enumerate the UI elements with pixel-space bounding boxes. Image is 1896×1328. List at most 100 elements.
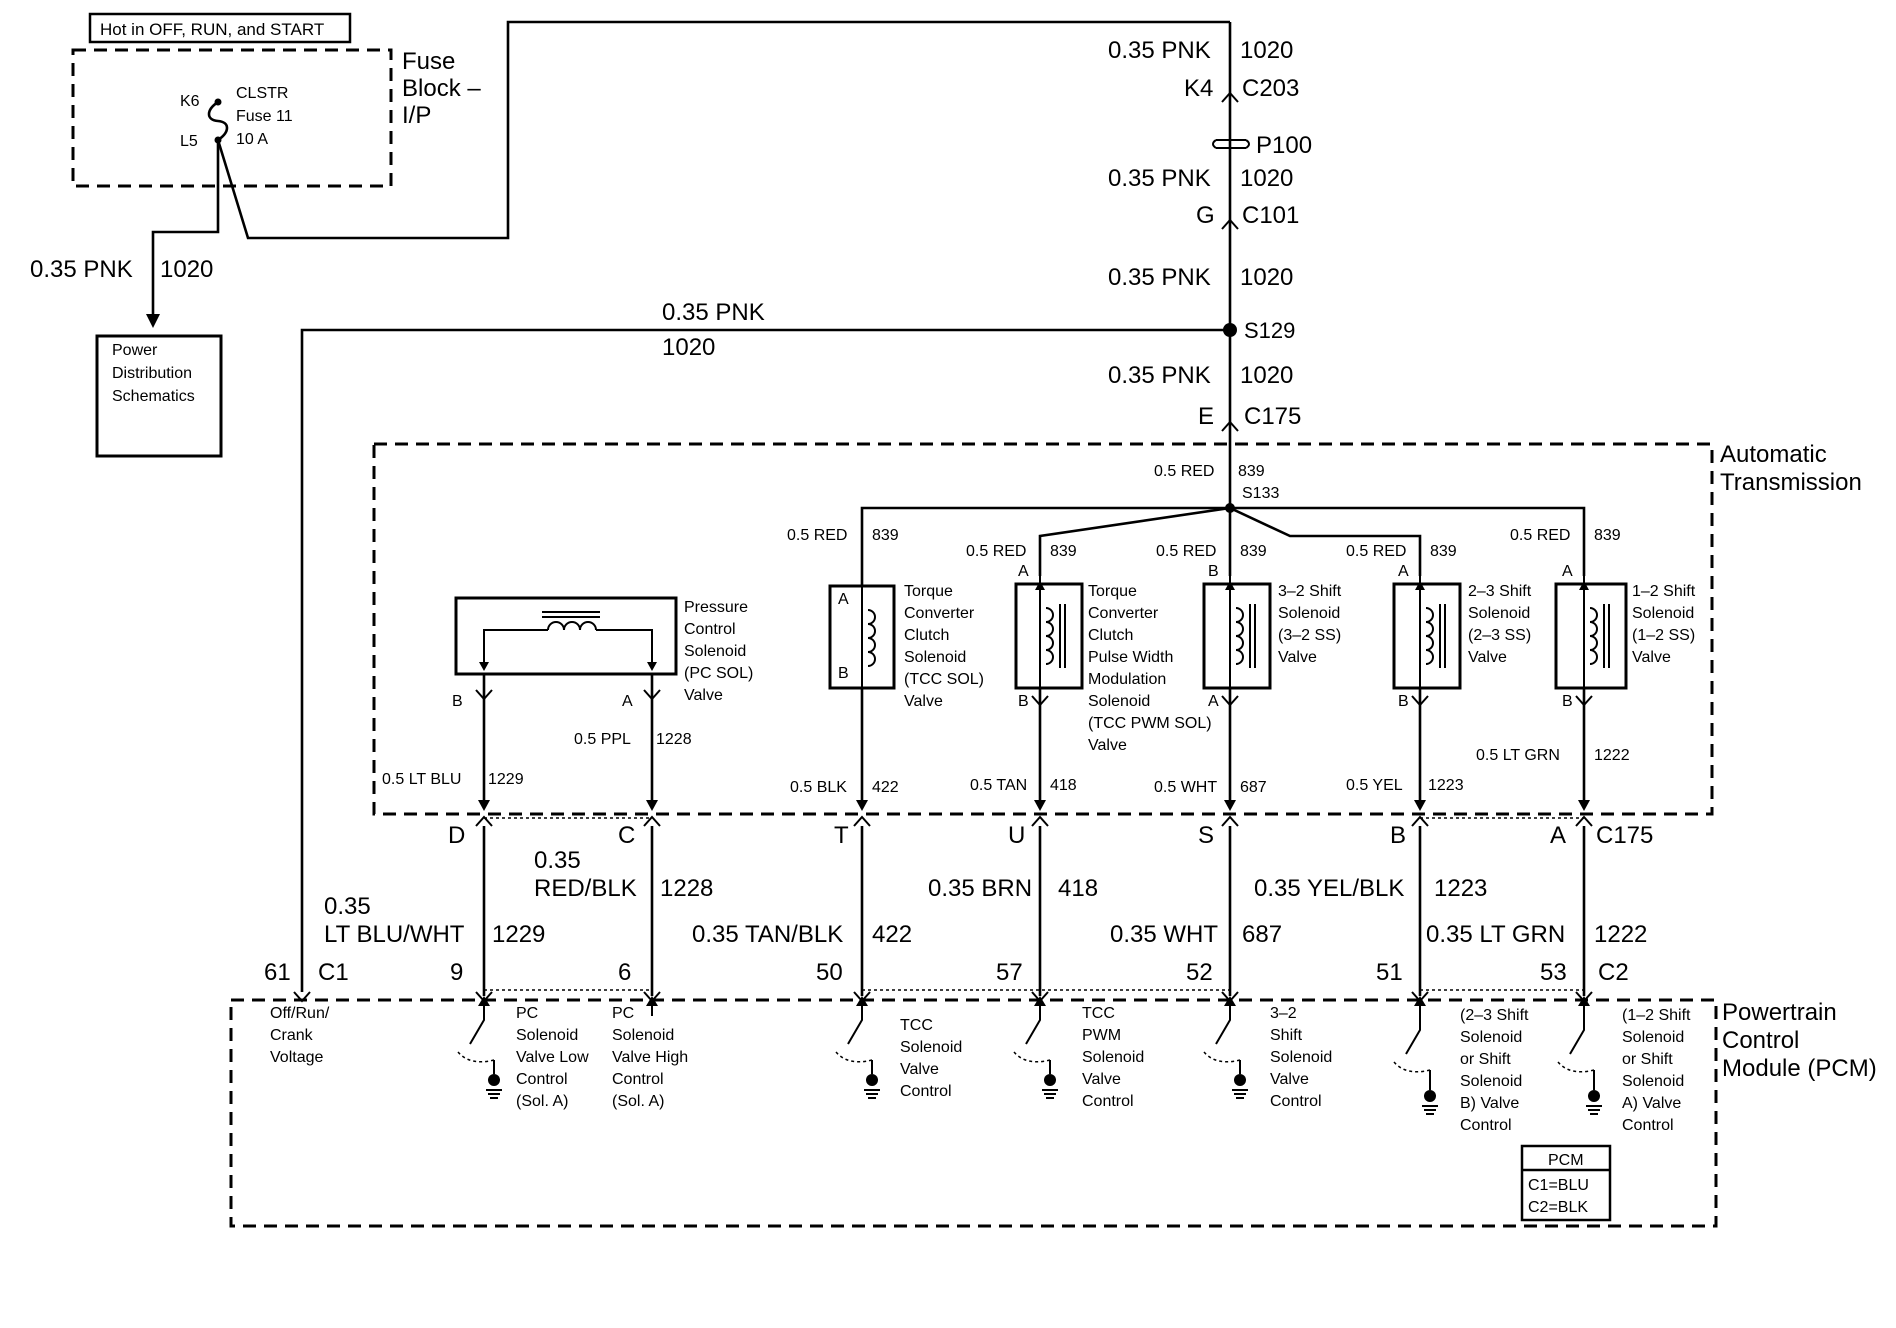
power-dist-box-line-1: Power (112, 342, 158, 359)
harness-7-gauge: 0.35 (1426, 921, 1473, 948)
tcc-sol-feed-color: 0.5 RED (787, 527, 847, 544)
pcm-pin-6: 6 (618, 959, 631, 986)
ss23-symbol (1392, 576, 1462, 690)
pcm-label-52-2: Shift (1270, 1027, 1303, 1044)
tcc-sol-symbol (828, 584, 896, 690)
ss12-label-3: (1–2 SS) (1632, 627, 1695, 644)
s133-label: S133 (1242, 485, 1279, 502)
pcm-label-53-4: Solenoid (1622, 1073, 1684, 1090)
pc-sol-pin-b: B (452, 693, 463, 710)
pcm-label-52-3: Solenoid (1270, 1049, 1332, 1066)
harness-wires (482, 826, 1586, 996)
harness-6-gauge: 0.35 (1254, 875, 1301, 902)
pcm-title-3: Module (PCM) (1722, 1055, 1877, 1082)
ss12-pin-b: B (1562, 693, 1573, 710)
fuse-pin-k6: K6 (180, 93, 200, 110)
pcm-c2-label: C2 (1598, 959, 1629, 986)
harness-6-circuit: 1223 (1434, 875, 1487, 902)
tcc-sol-pin-b: B (838, 665, 849, 682)
pcm-label-50-3: Valve (900, 1061, 939, 1078)
harness-4-circuit: 418 (1058, 875, 1098, 902)
ss32-label-4: Valve (1278, 649, 1317, 666)
ss23-label-2: Solenoid (1468, 605, 1530, 622)
c203-connector-symbol (1221, 91, 1239, 103)
pcm-label-57-3: Solenoid (1082, 1049, 1144, 1066)
pcm-label-53-2: Solenoid (1622, 1029, 1684, 1046)
harness-5-circuit: 687 (1242, 921, 1282, 948)
tcc-sol-label-5: (TCC SOL) (904, 671, 984, 688)
tcc-sol-label-2: Converter (904, 605, 975, 622)
pcm-label-57-5: Control (1082, 1093, 1134, 1110)
harness-3-circuit: 422 (872, 921, 912, 948)
pcm-label-50-4: Control (900, 1083, 952, 1100)
out-wire-6-circuit: 1223 (1428, 777, 1464, 794)
transmission-title-1: Automatic (1720, 441, 1827, 468)
pcm-outline (229, 998, 1718, 1228)
feed-wire-2-color: 0.35 PNK (1108, 165, 1211, 192)
pcm-label-53-3: or Shift (1622, 1051, 1673, 1068)
c175-top-pin: E (1198, 403, 1214, 430)
ss23-feed-circuit: 839 (1430, 543, 1457, 560)
tcc-pwm-pin-b: B (1018, 693, 1029, 710)
harness-5-label: 0.35 WHT (1110, 921, 1218, 948)
c175-pin-t: T (834, 822, 849, 849)
pc-sol-label-1: Pressure (684, 599, 748, 616)
pc-sol-label-2: Control (684, 621, 736, 638)
pcm-label-6-3: Valve High (612, 1049, 688, 1066)
fuse-label-1: CLSTR (236, 85, 288, 102)
out-wire-4-color: 0.5 TAN (970, 777, 1027, 794)
ss23-label-4: Valve (1468, 649, 1507, 666)
out-wire-2-circuit: 1228 (656, 731, 692, 748)
harness-4-color: BRN (981, 875, 1032, 902)
ss12-label-1: 1–2 Shift (1632, 583, 1696, 600)
pcm-label-51-5: B) Valve (1460, 1095, 1519, 1112)
c101-label: C101 (1242, 202, 1299, 229)
power-dist-circuit: 1020 (160, 256, 213, 283)
c101-pin: G (1196, 202, 1215, 229)
harness-2-gauge: 0.35 (534, 847, 581, 874)
out-wire-1-color: 0.5 LT BLU (382, 771, 461, 788)
pcm-label-61-3: Voltage (270, 1049, 323, 1066)
svg-text:0.35 YEL/BLK: 0.35 YEL/BLK (1254, 875, 1404, 902)
fuse-label-2: Fuse 11 (236, 108, 293, 125)
fuse-block-outline (71, 48, 393, 188)
pcm-label-57-4: Valve (1082, 1071, 1121, 1088)
ss12-feed-color: 0.5 RED (1510, 527, 1570, 544)
tcc-pwm-label-1: Torque (1088, 583, 1137, 600)
pcm-pin-57: 57 (996, 959, 1023, 986)
harness-3-gauge: 0.35 (692, 921, 739, 948)
ss23-pin-b: B (1398, 693, 1409, 710)
out-wire-3-circuit: 422 (872, 779, 899, 796)
c175-pin-c: C (618, 822, 635, 849)
pcm-label-61-1: Off/Run/ (270, 1005, 330, 1022)
ss23-label-3: (2–3 SS) (1468, 627, 1531, 644)
pcm-label-57-1: TCC (1082, 1005, 1115, 1022)
svg-text:0.35 TAN/BLK: 0.35 TAN/BLK (692, 921, 843, 948)
feed-wire-4-color: 0.35 PNK (1108, 362, 1211, 389)
c175-pin-s: S (1198, 822, 1214, 849)
harness-7-circuit: 1222 (1594, 921, 1647, 948)
harness-6-color: YEL/BLK (1307, 875, 1404, 902)
pcm-pin-51: 51 (1376, 959, 1403, 986)
fuse-block-title-1: Fuse (402, 48, 455, 75)
feed-wire-3-circuit: 1020 (1240, 264, 1293, 291)
ss32-symbol (1202, 576, 1272, 690)
pcm-label-9-3: Valve Low (516, 1049, 589, 1066)
pcm-legend-line-1: C1=BLU (1528, 1177, 1589, 1194)
c175-top-connector-symbol (1221, 420, 1239, 432)
pc-sol-pin-a: A (622, 693, 633, 710)
tcc-sol-label-3: Clutch (904, 627, 949, 644)
tcc-pwm-label-4: Pulse Width (1088, 649, 1173, 666)
pcm-driver-switches (457, 996, 1602, 1115)
fuse-to-power-dist-wire (151, 140, 220, 322)
ss12-label-4: Valve (1632, 649, 1671, 666)
svg-text:0.35 WHT: 0.35 WHT (1110, 921, 1218, 948)
tcc-sol-label-4: Solenoid (904, 649, 966, 666)
out-wire-1-circuit: 1229 (488, 771, 524, 788)
tcc-pwm-feed-circuit: 839 (1050, 543, 1077, 560)
ss12-feed-circuit: 839 (1594, 527, 1621, 544)
ss12-symbol (1554, 576, 1628, 690)
out-wire-7-color: 0.5 LT GRN (1476, 747, 1560, 764)
pcm-label-51-1: (2–3 Shift (1460, 1007, 1529, 1024)
pcm-label-52-1: 3–2 (1270, 1005, 1297, 1022)
